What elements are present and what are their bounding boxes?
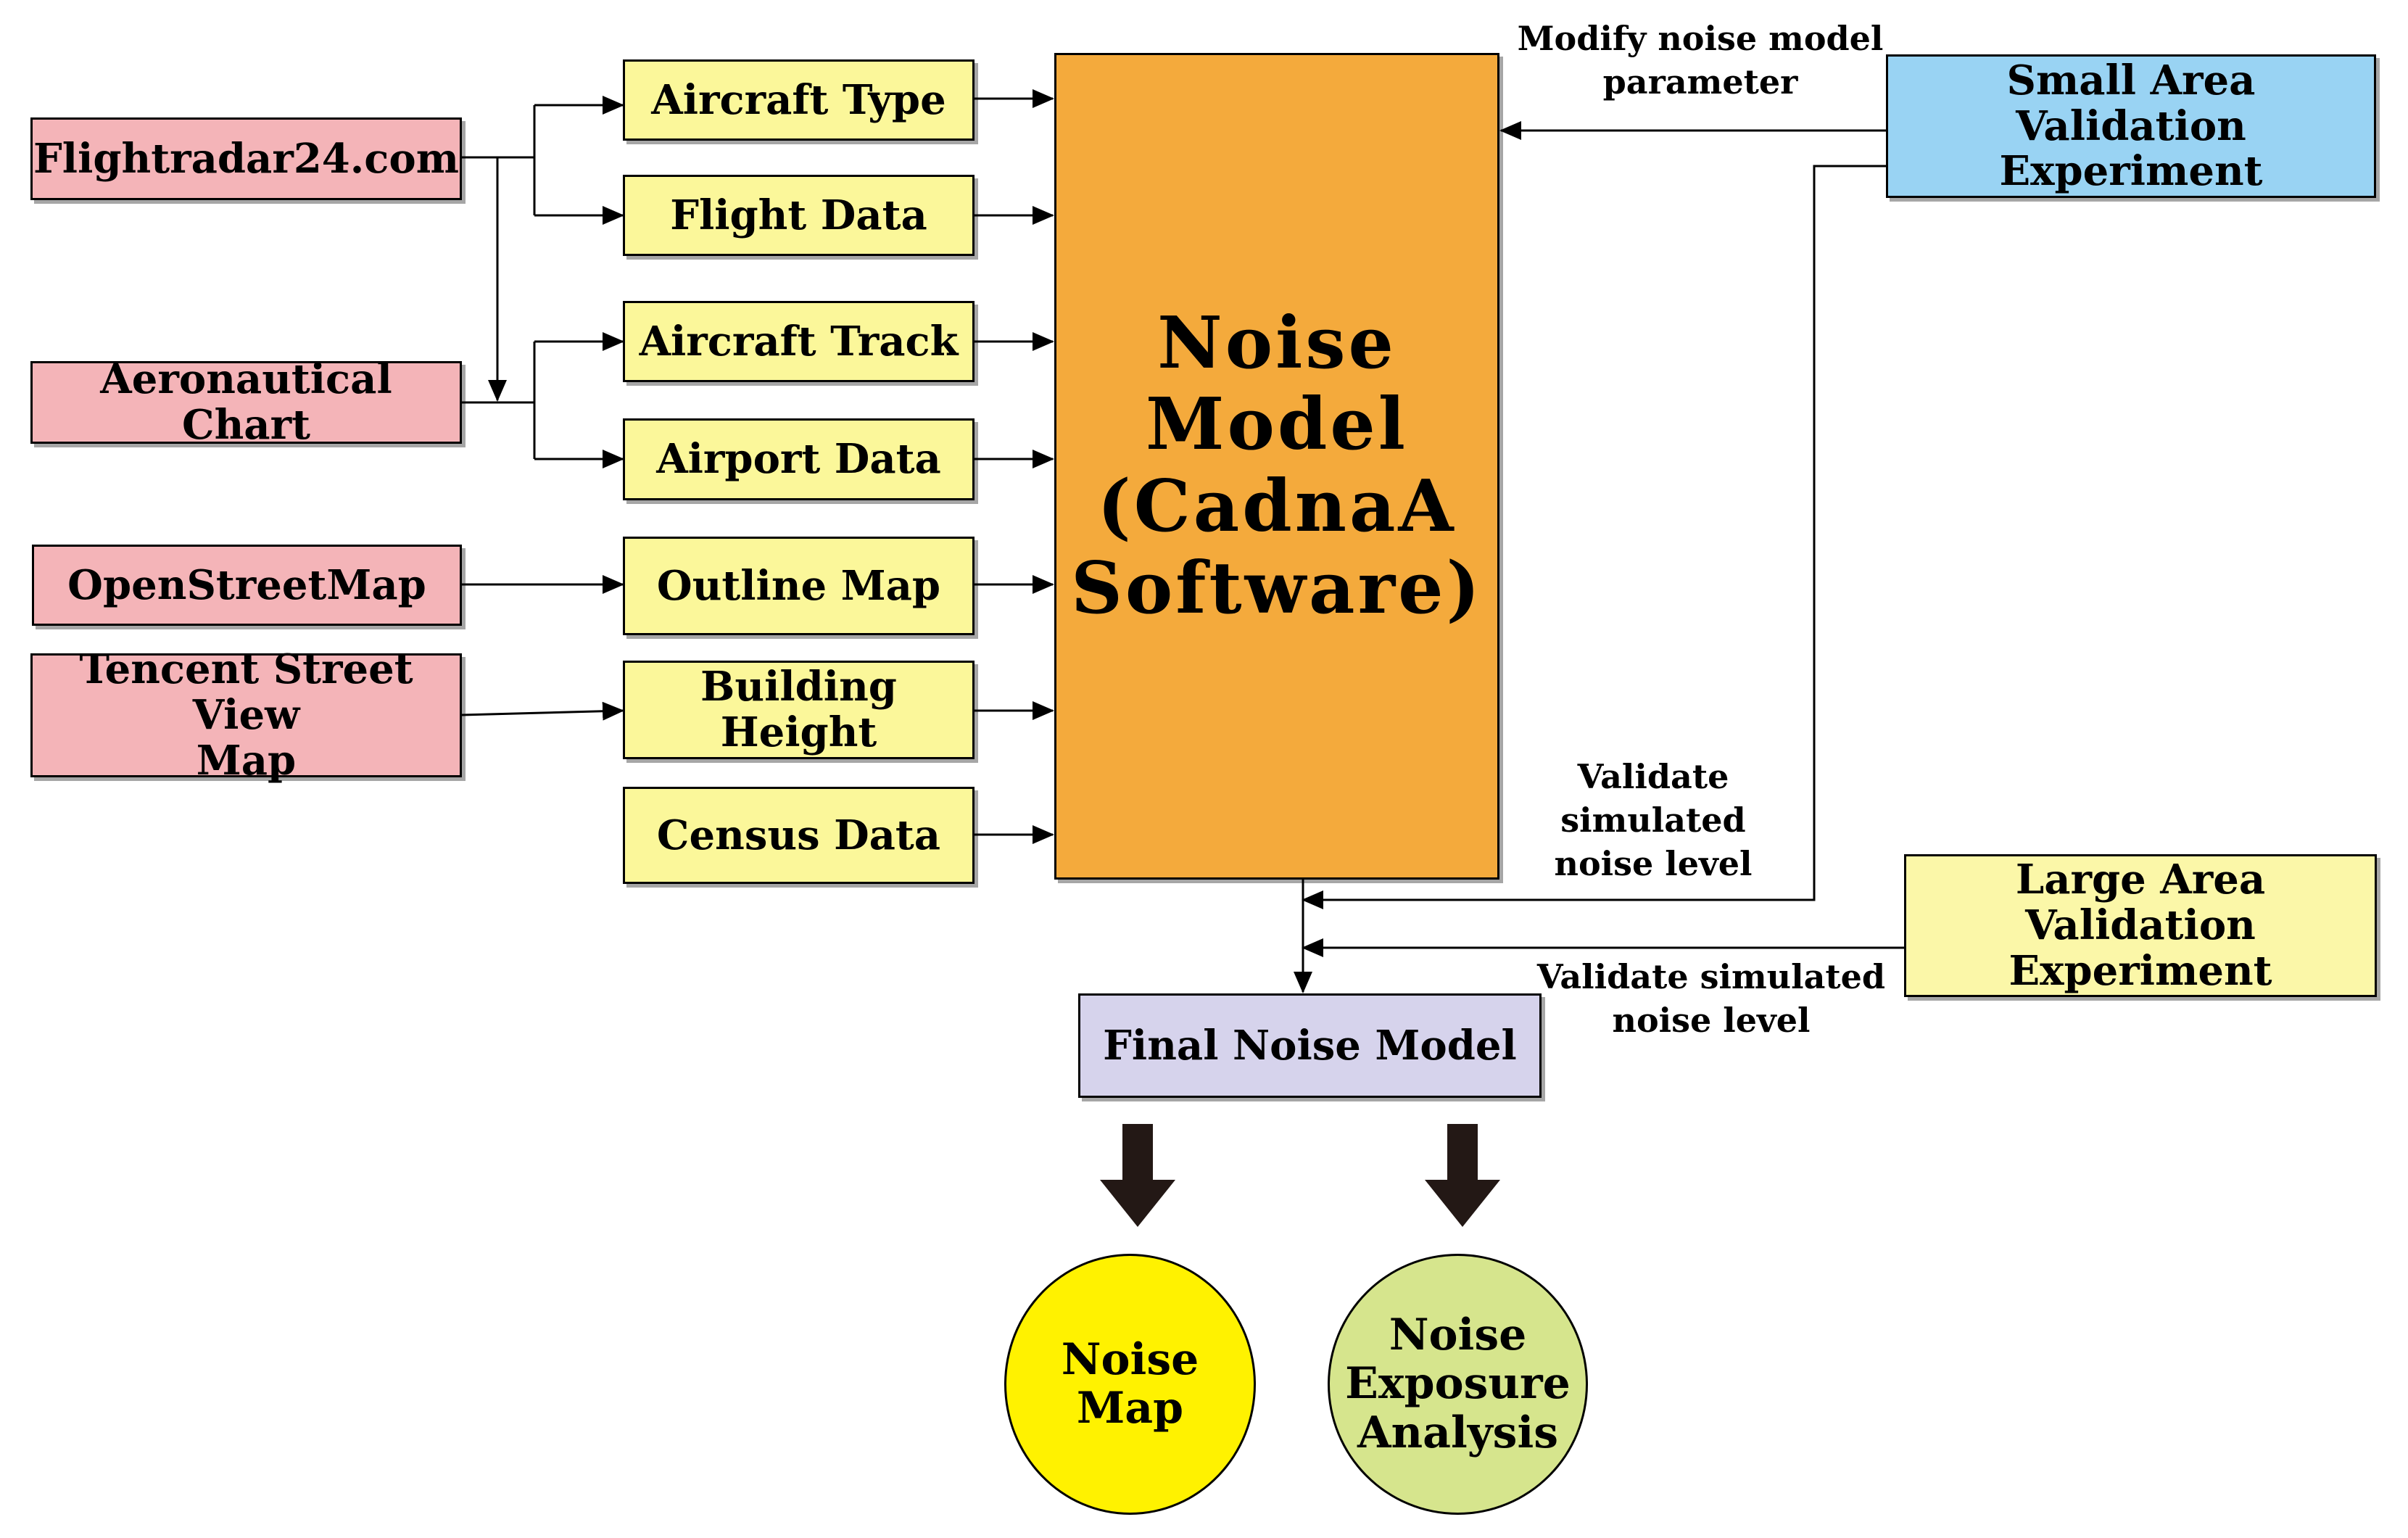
final-noise-model: Final Noise Model	[1078, 993, 1542, 1098]
connector-small-area-validate	[1302, 165, 1886, 909]
small-area-validation: Small Area Validation Experiment	[1886, 54, 2376, 198]
annotation-validate-large-area: Validate simulated noise level	[1536, 957, 1886, 1040]
annotation-modify-parameter: Modify noise model parameter	[1517, 19, 1884, 102]
noise-model-cadnaa: Noise Model (CadnaA Software)	[1054, 53, 1499, 880]
output-noise-exposure-analysis: Noise Exposure Analysis	[1328, 1254, 1588, 1515]
output-noise-map: Noise Map	[1004, 1254, 1256, 1515]
source-aeronautical-chart: Aeronautical Chart	[30, 357, 462, 447]
source-tencent-street-view: Tencent Street View Map	[30, 647, 462, 783]
input-airport-data: Airport Data	[623, 418, 975, 500]
input-outline-map: Outline Map	[623, 537, 975, 635]
input-census-data: Census Data	[623, 787, 975, 884]
source-openstreetmap: OpenStreetMap	[32, 545, 462, 626]
block-arrow-noise-map	[1100, 1124, 1175, 1227]
arrow-tencent-building-height	[461, 701, 624, 721]
large-area-validation: Large Area Validation Experiment	[1904, 854, 2377, 997]
input-aircraft-type: Aircraft Type	[623, 59, 975, 141]
input-aircraft-track: Aircraft Track	[623, 301, 975, 382]
input-flight-data: Flight Data	[623, 175, 975, 256]
annotation-validate-small-area: Validate simulated noise level	[1554, 757, 1753, 883]
source-flightradar: Flightradar24.com	[30, 117, 462, 200]
input-building-height: Building Height	[623, 661, 975, 759]
block-arrow-exposure	[1425, 1124, 1500, 1227]
